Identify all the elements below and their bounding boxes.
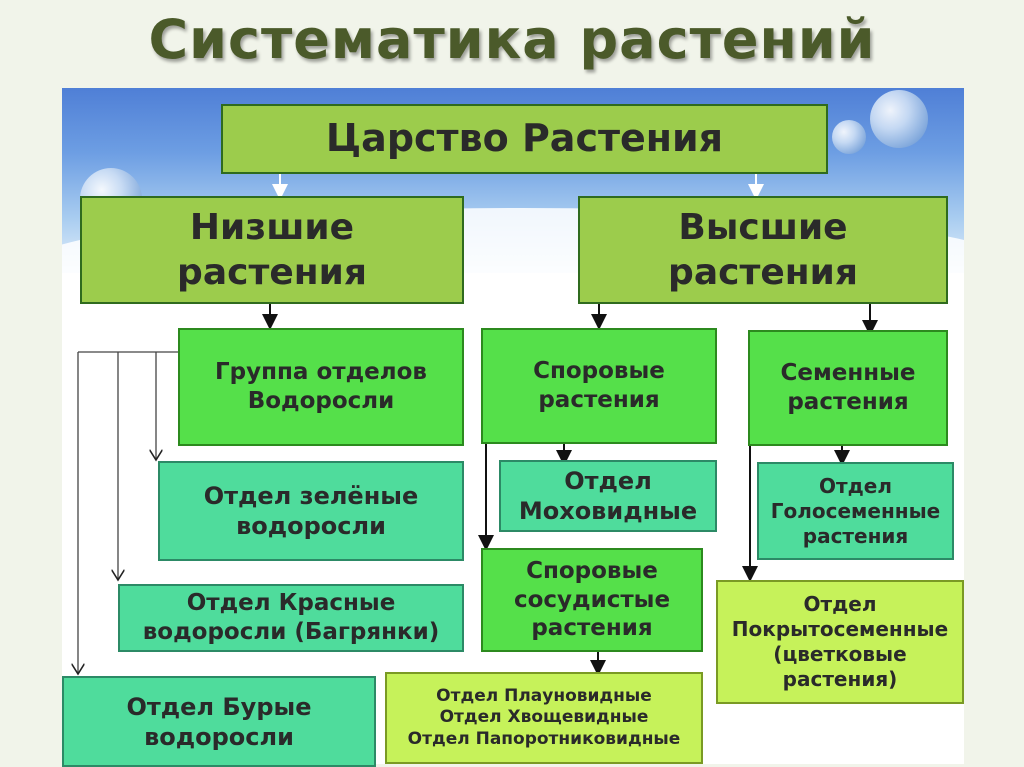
spore-plants-line1: Споровые bbox=[533, 358, 665, 385]
vascular-spore-line2: сосудистые bbox=[513, 586, 671, 613]
angiosperms-line3: (цветковые bbox=[773, 642, 907, 666]
red-algae-line2: водоросли (Багрянки) bbox=[142, 619, 440, 645]
gymnosperms-box: Отдел Голосеменные растения bbox=[757, 462, 954, 560]
ferns-group-line2: Отдел Хвощевидные bbox=[439, 707, 649, 728]
brown-algae-line2: водоросли bbox=[144, 722, 294, 751]
algae-group-line2: Водоросли bbox=[247, 388, 395, 414]
spore-plants-box: Споровые растения bbox=[481, 328, 717, 444]
spore-plants-line2: растения bbox=[538, 387, 660, 413]
green-algae-line1: Отдел зелёные bbox=[203, 482, 419, 510]
vascular-spore-box: Споровые сосудистые растения bbox=[481, 548, 703, 652]
gymnosperms-line2: Голосеменные bbox=[770, 498, 941, 523]
green-algae-line2: водоросли bbox=[236, 512, 386, 540]
mosses-box: Отдел Моховидные bbox=[499, 460, 717, 532]
ferns-group-line1: Отдел Плауновидные bbox=[436, 686, 652, 707]
vascular-spore-line3: растения bbox=[531, 615, 653, 642]
algae-group-line1: Группа отделов bbox=[215, 359, 427, 386]
angiosperms-box: Отдел Покрытосеменные (цветковые растени… bbox=[716, 580, 964, 704]
higher-plants-box: Высшие растения bbox=[578, 196, 948, 304]
angiosperms-line2: Покрытосеменные bbox=[731, 617, 949, 641]
kingdom-box: Царство Растения bbox=[221, 104, 828, 174]
bubble-decoration bbox=[870, 90, 928, 148]
bubble-decoration bbox=[832, 120, 866, 154]
green-algae-box: Отдел зелёные водоросли bbox=[158, 461, 464, 561]
mosses-line2: Моховидные bbox=[518, 497, 698, 525]
higher-plants-line1: Высшие bbox=[678, 207, 848, 248]
seed-plants-line1: Семенные bbox=[780, 360, 916, 387]
brown-algae-box: Отдел Бурые водоросли bbox=[62, 676, 376, 767]
gymnosperms-line3: растения bbox=[802, 523, 909, 548]
angiosperms-line4: растения) bbox=[782, 667, 898, 691]
gymnosperms-line1: Отдел bbox=[819, 473, 892, 498]
seed-plants-line2: растения bbox=[787, 389, 909, 415]
brown-algae-line1: Отдел Бурые bbox=[126, 692, 312, 721]
red-algae-line1: Отдел Красные bbox=[186, 590, 396, 617]
higher-plants-line2: растения bbox=[668, 252, 858, 293]
seed-plants-box: Семенные растения bbox=[748, 330, 948, 446]
angiosperms-line1: Отдел bbox=[803, 592, 877, 616]
vascular-spore-line1: Споровые bbox=[526, 557, 658, 584]
red-algae-box: Отдел Красные водоросли (Багрянки) bbox=[118, 584, 464, 652]
kingdom-label: Царство Растения bbox=[325, 116, 724, 161]
mosses-line1: Отдел bbox=[564, 467, 652, 495]
page-title: Систематика растений bbox=[148, 8, 876, 71]
ferns-group-box: Отдел Плауновидные Отдел Хвощевидные Отд… bbox=[385, 672, 703, 764]
lower-plants-line1: Низшие bbox=[189, 207, 355, 248]
lower-plants-line2: растения bbox=[177, 252, 367, 293]
algae-group-box: Группа отделов Водоросли bbox=[178, 328, 464, 446]
ferns-group-line3: Отдел Папоротниковидные bbox=[407, 728, 681, 749]
lower-plants-box: Низшие растения bbox=[80, 196, 464, 304]
